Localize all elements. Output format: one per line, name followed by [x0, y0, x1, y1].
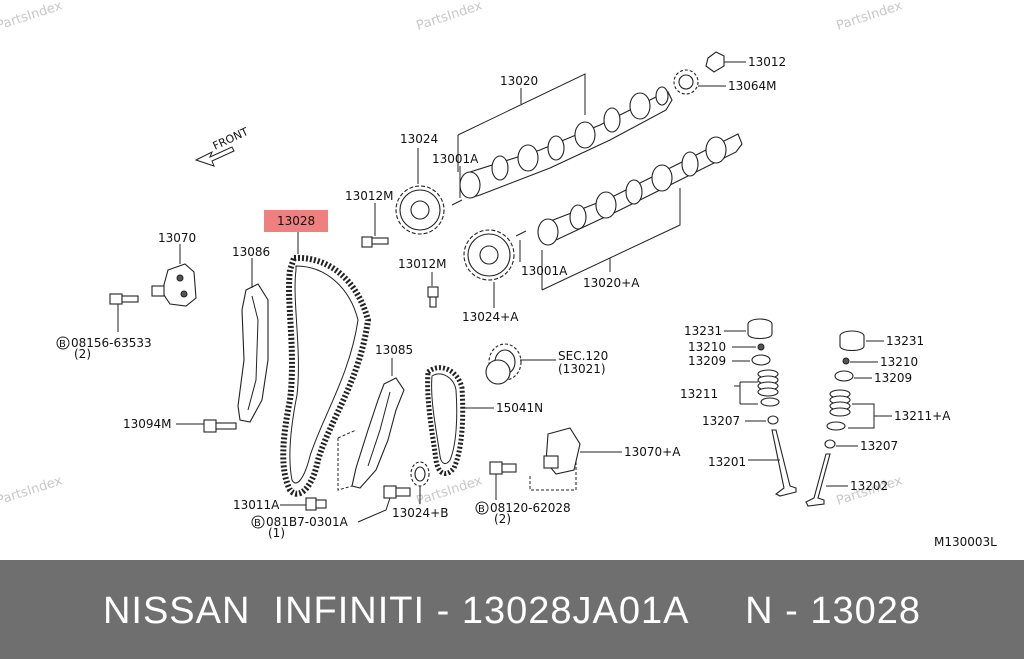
- watermark-top-center: PartsIndex: [415, 0, 485, 34]
- label-13231-left: 13231: [684, 324, 722, 338]
- label-13024: 13024: [400, 132, 438, 146]
- label-13085: 13085: [375, 343, 413, 357]
- label-13011a: 13011A: [233, 498, 280, 512]
- bolt-081b7: [383, 485, 411, 499]
- valve-lifter-13231-left: [747, 318, 773, 340]
- watermark-bottom-left: PartsIndex: [0, 473, 64, 508]
- label-13024-b: 13024+B: [392, 506, 448, 520]
- bolt-symbol-081b7: B: [254, 518, 261, 529]
- exhaust-valve-13202: [805, 453, 831, 507]
- label-13012m-lower: 13012M: [398, 257, 447, 271]
- front-arrow-icon: [194, 146, 235, 167]
- label-13231-right: 13231: [886, 334, 924, 348]
- chain-tensioner-13070a: [543, 427, 581, 475]
- spring-retainer-13209-left: [751, 354, 771, 366]
- label-13012: 13012: [748, 55, 786, 69]
- label-08156-qty: (2): [74, 347, 91, 361]
- label-13210-right: 13210: [880, 355, 918, 369]
- label-13211-a-right: 13211+A: [894, 409, 951, 423]
- highlight-13028: [264, 210, 328, 232]
- valve-spring-13211-left: [757, 369, 780, 407]
- label-13064m: 13064M: [728, 79, 777, 93]
- bolt-13011a: [305, 497, 327, 511]
- label-sec120-ref: (13021): [558, 362, 606, 376]
- valve-seal-13207-left: [767, 415, 779, 425]
- valve-spring-13211a-right: [826, 389, 851, 431]
- exhaust-sprocket-13024a: [463, 229, 515, 281]
- label-13020-a: 13020+A: [583, 276, 640, 290]
- banner-text: NISSAN INFINITI - 13028JA01A N - 13028: [102, 590, 922, 632]
- label-13209-left: 13209: [688, 354, 726, 368]
- tension-guide-13085: [351, 377, 405, 489]
- chain-tensioner-13070: [151, 263, 197, 307]
- figure-code: M130003L: [934, 535, 997, 549]
- label-13202: 13202: [850, 479, 888, 493]
- bolt-08120: [489, 461, 517, 475]
- label-13086: 13086: [232, 245, 270, 259]
- label-13209-right: 13209: [874, 371, 912, 385]
- valve-seal-13207-right: [824, 439, 836, 449]
- label-13094m: 13094M: [123, 417, 172, 431]
- label-13001a-top: 13001A: [432, 152, 479, 166]
- bolt-13012m-upper: [361, 236, 389, 248]
- label-13207-left: 13207: [702, 414, 740, 428]
- label-13024-a: 13024+A: [462, 310, 519, 324]
- dowel-pin-13001a-lower: [515, 230, 527, 237]
- label-081b7-qty: (1): [268, 526, 285, 540]
- bolt-13094m: [203, 419, 237, 433]
- label-13001a-low: 13001A: [521, 264, 568, 278]
- label-13210-left: 13210: [688, 340, 726, 354]
- timing-chain-13028: [280, 254, 372, 497]
- valve-keeper-13210-left: [757, 343, 765, 351]
- spring-retainer-13209-right: [834, 370, 854, 382]
- bolt-symbol-08156: B: [59, 339, 66, 350]
- cam-sprocket-13064m: [673, 69, 699, 95]
- label-15041n: 15041N: [496, 401, 543, 415]
- intake-camshaft: [459, 86, 673, 199]
- oil-pump-chain-15041n: [425, 365, 466, 476]
- intake-valve-13201: [771, 429, 797, 497]
- label-13028: 13028: [277, 214, 315, 228]
- valve-lifter-13231-right: [839, 330, 865, 352]
- bolt-13012m-lower: [427, 286, 439, 308]
- label-13070-a: 13070+A: [624, 445, 681, 459]
- label-081b7: 081B7-0301A: [266, 515, 349, 529]
- part-number-banner: NISSAN INFINITI - 13028JA01A N - 13028: [0, 560, 1024, 659]
- label-13201: 13201: [708, 455, 746, 469]
- valve-keeper-13210-right: [842, 357, 850, 365]
- label-13020: 13020: [500, 74, 538, 88]
- front-label: FRONT: [211, 125, 251, 153]
- label-13012m-upper: 13012M: [345, 189, 394, 203]
- label-08120: 08120-62028: [490, 501, 571, 515]
- watermark-top-left: PartsIndex: [0, 0, 64, 34]
- label-13211-left: 13211: [680, 387, 718, 401]
- label-08120-qty: (2): [494, 512, 511, 526]
- label-08156: 08156-63533: [71, 336, 152, 350]
- intake-sprocket-13024: [395, 185, 445, 235]
- crank-sprocket-13024b: [410, 461, 430, 487]
- timing-chain-diagram: PartsIndex PartsIndex PartsIndex PartsIn…: [0, 0, 997, 549]
- label-sec120: SEC.120: [558, 349, 608, 363]
- label-13070: 13070: [158, 231, 196, 245]
- dowel-pin-13001a: [451, 199, 463, 206]
- crank-sprocket-sec120: [485, 343, 522, 385]
- bolt-symbol-08120: B: [478, 504, 485, 515]
- plug-13012: [705, 51, 725, 73]
- label-13207-right: 13207: [860, 439, 898, 453]
- exhaust-camshaft: [537, 133, 743, 246]
- slack-guide-13086: [237, 283, 269, 423]
- bolt-08156: [109, 293, 139, 305]
- watermark-top-right: PartsIndex: [835, 0, 905, 34]
